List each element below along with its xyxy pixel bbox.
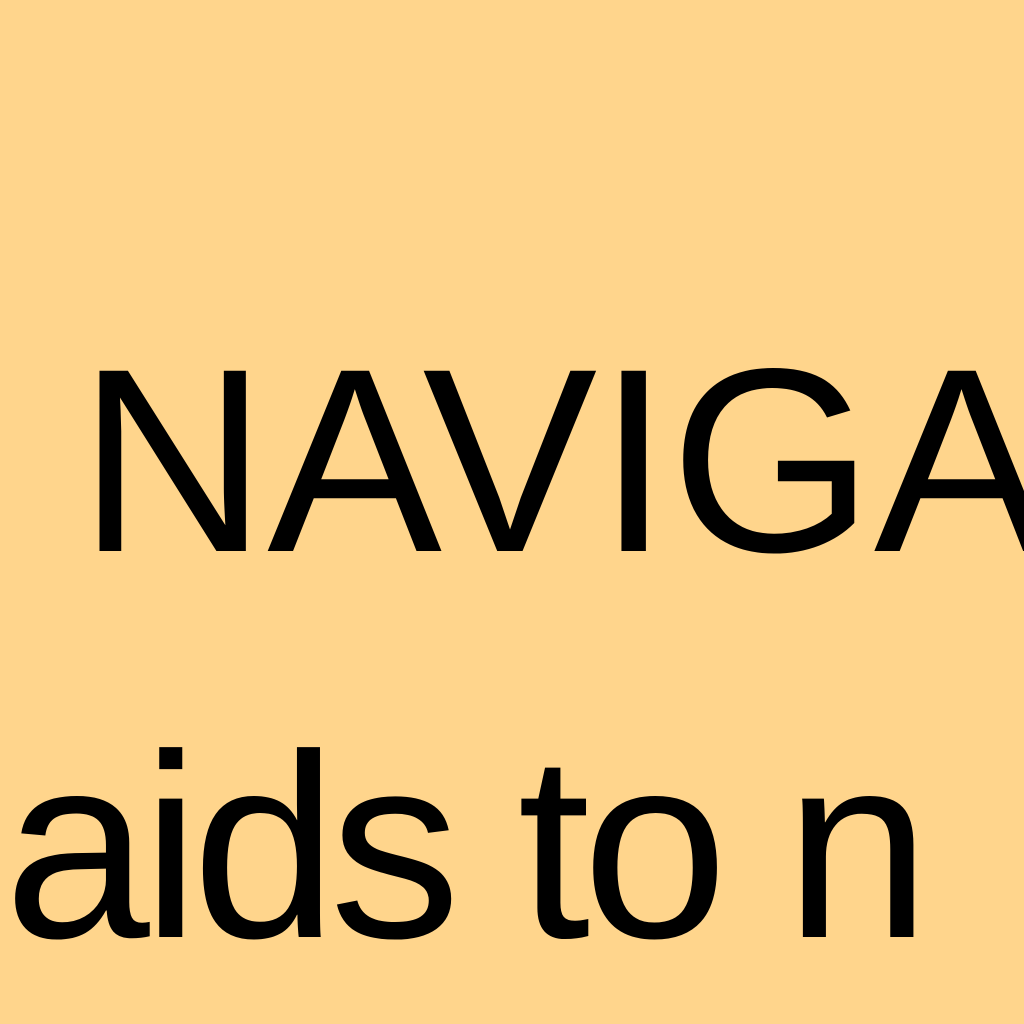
page-heading: NAVIGA [78, 314, 1024, 607]
body-text-line: aids to n [4, 700, 930, 993]
